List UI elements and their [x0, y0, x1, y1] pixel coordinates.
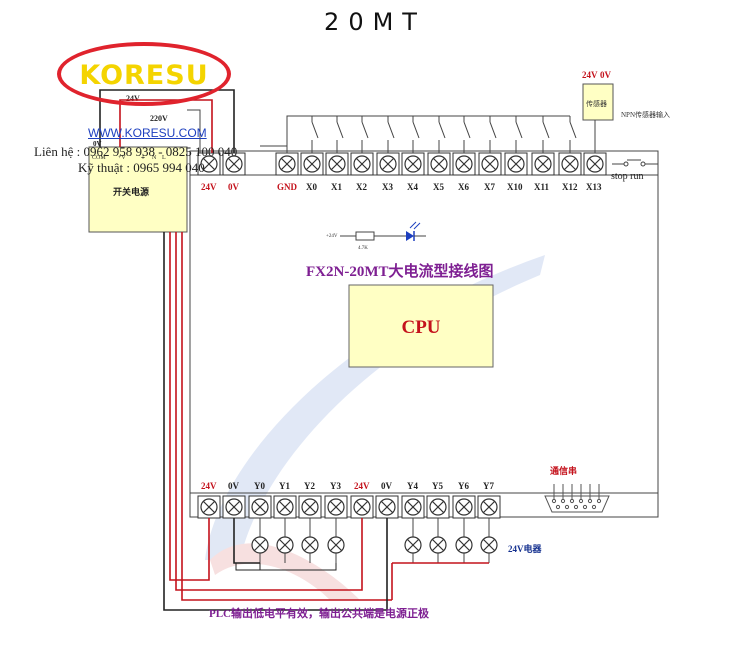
bottom-label-24v-a: 24V: [201, 481, 217, 491]
led-resistor-label: 4.7K: [358, 246, 368, 251]
load-lamp-y1: [276, 536, 294, 554]
load-lamp-y3: [327, 536, 345, 554]
bottom-label-y4: Y4: [407, 481, 418, 491]
load-lamp-y6: [455, 536, 473, 554]
bottom-label-0v-a: 0V: [228, 481, 240, 491]
npn-0v-label: 0V: [600, 70, 612, 80]
bottom-label-y3: Y3: [330, 481, 341, 491]
power-supply-label: 开关电源: [113, 186, 149, 197]
top-label-x11: X11: [534, 182, 550, 192]
contact-tech: Kỹ thuật : 0965 994 040: [78, 160, 205, 175]
plc-title: FX2N-20MT大电流型接线图: [306, 262, 494, 280]
cpu-box: [348, 284, 494, 368]
page-title: 20MT: [324, 8, 426, 36]
bottom-label-y1: Y1: [279, 481, 290, 491]
led-indicator: +24V 4.7K: [326, 221, 426, 251]
load-label: 24V电器: [508, 543, 542, 554]
psu-pin-v: +V: [118, 155, 126, 161]
top-label-x7: X7: [484, 182, 495, 192]
psu-pin-l: L: [162, 155, 166, 161]
top-label-x13: X13: [586, 182, 602, 192]
bottom-label-24v-b: 24V: [354, 481, 370, 491]
power-supply-box: [88, 146, 188, 233]
comm-port-label: 通信串: [550, 465, 577, 476]
psu-pin-ground: ⏚: [140, 154, 146, 161]
top-label-24v: 24V: [201, 182, 217, 192]
psu-pin-n: N: [152, 155, 157, 161]
load-lamp-y0: [251, 536, 269, 554]
cpu-label: CPU: [401, 317, 440, 338]
led-plus-label: +24V: [326, 234, 338, 239]
bottom-label-y7: Y7: [483, 481, 494, 491]
load-lamp-y4: [404, 536, 422, 554]
psu-com-label: COM: [92, 155, 106, 161]
footer-note: PLC输出低电平有效，输出公共端是电源正极: [209, 606, 430, 620]
npn-sensor-label: NPN传感器输入: [621, 110, 670, 119]
bottom-label-y5: Y5: [432, 481, 443, 491]
brand-logo-oval: [57, 42, 231, 106]
top-label-0v: 0V: [228, 182, 240, 192]
npn-24v-label: 24V: [582, 70, 598, 80]
psu-220v-label: 220V: [150, 114, 168, 123]
contact-hotline: Liên hệ : 0962 958 938 - 0825 100 040: [34, 144, 238, 159]
load-lamp-y5: [429, 536, 447, 554]
bottom-label-y2: Y2: [304, 481, 315, 491]
brand-logo-text: KORESU: [79, 60, 209, 91]
stop-run-switch: [612, 159, 658, 167]
top-label-x4: X4: [407, 182, 418, 192]
power-wiring: [99, 89, 489, 611]
bottom-label-0v-b: 0V: [381, 481, 393, 491]
npn-sensor-box-text: 传感器: [586, 99, 607, 108]
top-label-x10: X10: [507, 182, 523, 192]
psu-0v-label: 0V: [93, 140, 102, 148]
brand-website-link[interactable]: WWW.KORESU.COM: [88, 126, 207, 140]
top-label-gnd: GND: [277, 182, 298, 192]
stop-run-label: stop run: [611, 171, 644, 182]
top-label-x2: X2: [356, 182, 367, 192]
load-lamp-y7: [480, 536, 498, 554]
top-label-x1: X1: [331, 182, 342, 192]
top-terminal-strip: [197, 152, 607, 176]
bottom-label-y6: Y6: [458, 481, 469, 491]
bottom-terminal-strip: [197, 495, 501, 519]
bottom-label-y0: Y0: [254, 481, 265, 491]
load-lamp-y2: [301, 536, 319, 554]
npn-sensor-box: [582, 83, 614, 121]
watermark-logo-shape: [205, 255, 545, 600]
comm-port-connector: [544, 484, 610, 513]
output-loads: [259, 518, 490, 563]
top-label-x5: X5: [433, 182, 444, 192]
top-label-x3: X3: [382, 182, 393, 192]
top-label-x12: X12: [562, 182, 578, 192]
top-label-x6: X6: [458, 182, 469, 192]
top-label-x0: X0: [306, 182, 317, 192]
